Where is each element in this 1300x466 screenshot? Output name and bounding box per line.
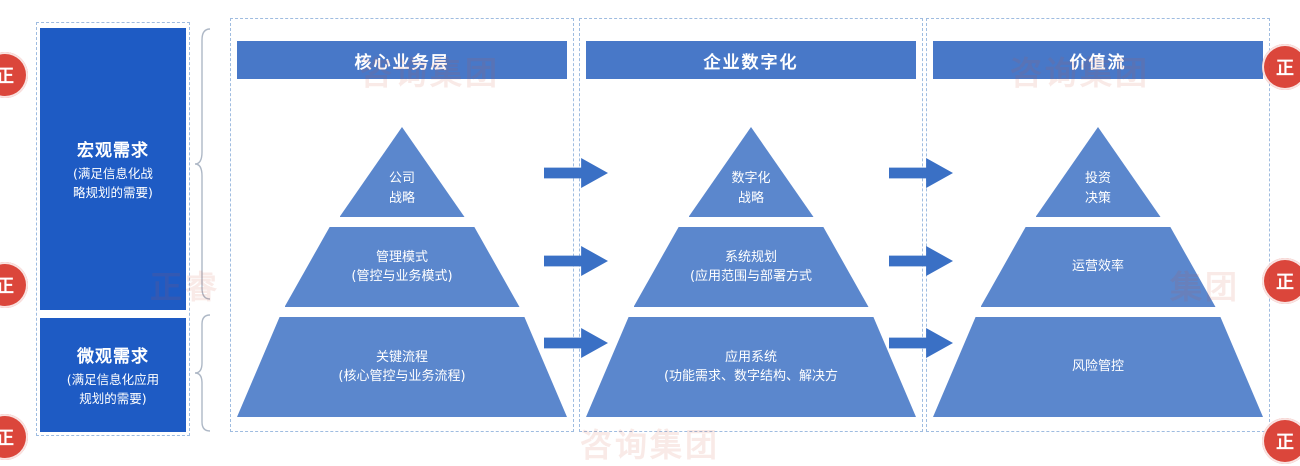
value-pyramid-level-2: 运营效率 xyxy=(980,227,1216,307)
macro-demand-subtitle-line1: (满足信息化战 xyxy=(73,165,153,181)
core-level3-line1: 关键流程 xyxy=(375,349,428,365)
watermark-stamp-icon: 正 xyxy=(1262,44,1300,90)
watermark-stamp-glyph: 正 xyxy=(1276,272,1294,293)
digital-level2-line1: 系统规划 xyxy=(724,249,777,265)
digital-level3-line2: (功能需求、数字结构、解决方 xyxy=(663,369,839,384)
micro-demand-title: 微观需求 xyxy=(77,346,149,367)
value-level1-line2: 决策 xyxy=(1084,190,1111,206)
watermark-stamp-icon: 正 xyxy=(0,262,28,308)
watermark-stamp-icon: 正 xyxy=(1262,258,1300,304)
digital-level2-line2: (应用范围与部署方式 xyxy=(689,269,813,284)
column-core-business: 核心业务层 公司 战略 管理模式 (管控与业务模式) 关键流程 (核心管控与业务… xyxy=(230,18,574,432)
watermark-stamp-icon: 正 xyxy=(0,414,28,460)
micro-brace xyxy=(194,314,211,432)
macro-demand-subtitle-line2: 略规划的需要) xyxy=(73,184,153,200)
watermark-stamp-icon: 正 xyxy=(0,52,28,98)
core-pyramid-level-2: 管理模式 (管控与业务模式) xyxy=(284,227,520,307)
micro-demand-subtitle-line1: (满足信息化应用 xyxy=(66,371,160,387)
watermark-stamp-icon: 正 xyxy=(1262,418,1300,464)
value-level2-line1: 运营效率 xyxy=(1071,259,1124,275)
macro-demand-box: 宏观需求 (满足信息化战 略规划的需要) xyxy=(40,28,186,310)
column-core-business-header: 核心业务层 xyxy=(237,41,567,79)
watermark-stamp-glyph: 正 xyxy=(1276,432,1294,453)
core-level2-line1: 管理模式 xyxy=(375,249,428,265)
core-pyramid-level-3: 关键流程 (核心管控与业务流程) xyxy=(237,317,567,417)
core-level1-line1: 公司 xyxy=(388,171,415,186)
value-pyramid-level-3: 风险管控 xyxy=(933,317,1263,417)
column-value-stream-header-label: 价值流 xyxy=(1069,52,1127,73)
macro-demand-title: 宏观需求 xyxy=(77,140,149,161)
column-enterprise-digital: 企业数字化 数字化 战略 系统规划 (应用范围与部署方式 应用系统 (功能需求、… xyxy=(579,18,923,432)
digital-level1-line2: 战略 xyxy=(737,190,764,206)
core-level1-line2: 战略 xyxy=(388,190,415,206)
watermark-stamp-glyph: 正 xyxy=(0,428,14,449)
digital-level1-line1: 数字化 xyxy=(731,171,771,186)
column-enterprise-digital-header-label: 企业数字化 xyxy=(703,52,799,73)
left-panel-frame xyxy=(36,22,190,436)
digital-pyramid-level-3: 应用系统 (功能需求、数字结构、解决方 xyxy=(586,317,916,417)
digital-pyramid-level-2: 系统规划 (应用范围与部署方式 xyxy=(633,227,869,307)
digital-pyramid-level-1: 数字化 战略 xyxy=(688,127,814,217)
micro-demand-box: 微观需求 (满足信息化应用 规划的需要) xyxy=(40,318,186,432)
value-level3-line1: 风险管控 xyxy=(1071,359,1124,375)
column-core-business-header-label: 核心业务层 xyxy=(354,52,450,73)
column-value-stream-header: 价值流 xyxy=(933,41,1263,79)
micro-demand-subtitle-line2: 规划的需要) xyxy=(79,390,147,406)
value-pyramid-level-1: 投资 决策 xyxy=(1035,127,1161,217)
watermark-stamp-glyph: 正 xyxy=(0,66,14,87)
core-level3-line2: (核心管控与业务流程) xyxy=(338,369,466,384)
watermark-stamp-glyph: 正 xyxy=(0,276,14,297)
core-pyramid-level-1: 公司 战略 xyxy=(339,127,465,217)
value-level1-line1: 投资 xyxy=(1084,171,1111,186)
macro-brace xyxy=(194,28,211,300)
watermark-stamp-glyph: 正 xyxy=(1276,58,1294,79)
core-level2-line2: (管控与业务模式) xyxy=(351,269,453,284)
column-enterprise-digital-header: 企业数字化 xyxy=(586,41,916,79)
column-value-stream: 价值流 投资 决策 运营效率 风险管控 xyxy=(926,18,1270,432)
digital-level3-line1: 应用系统 xyxy=(724,349,777,365)
